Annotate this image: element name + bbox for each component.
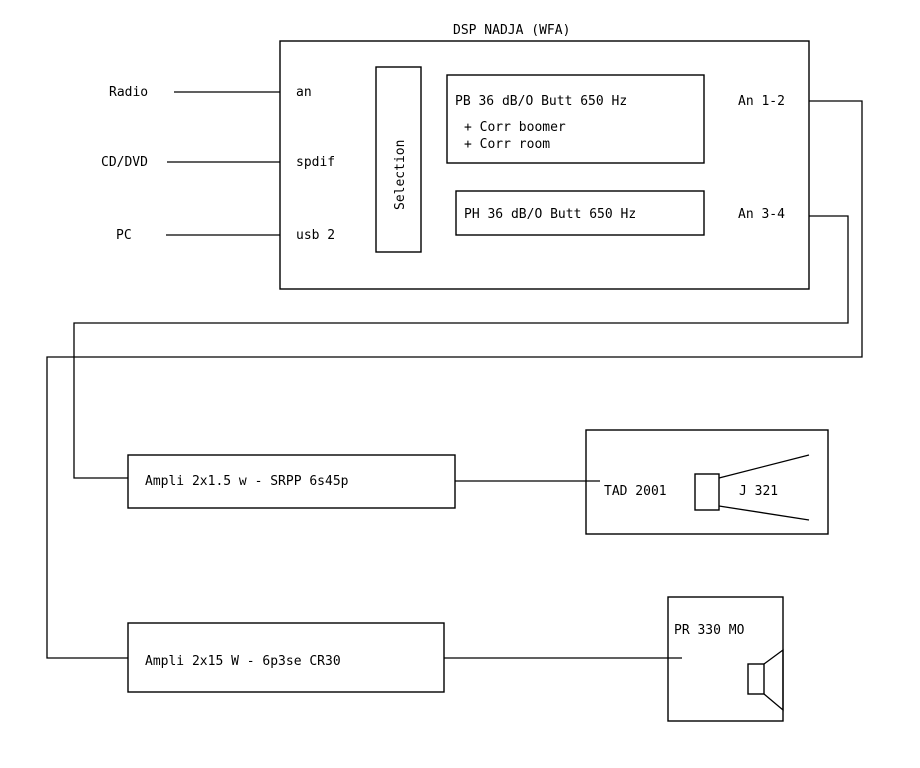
corr-room-label: + Corr room: [464, 137, 550, 152]
amp1-label: Ampli 2x1.5 w - SRPP 6s45p: [145, 474, 349, 489]
source-cd-label: CD/DVD: [101, 155, 148, 170]
speaker-cone-icon: [763, 648, 784, 712]
output-an12-label: An 1-2: [738, 94, 785, 109]
pr-speaker-box: [667, 596, 784, 722]
amp2-label: Ampli 2x15 W - 6p3se CR30: [145, 654, 341, 669]
lowpass-filter-label: PB 36 dB/O Butt 650 Hz: [455, 94, 627, 109]
source-pc-label: PC: [116, 228, 132, 243]
horn-flare-top: [718, 454, 810, 479]
horn-flare-bottom: [718, 505, 810, 521]
dsp-title: DSP NADJA (WFA): [453, 23, 570, 38]
dsp-box: [279, 40, 810, 290]
tad-label: TAD 2001: [604, 484, 667, 499]
an12-to-amp2-wire: [46, 100, 863, 659]
tad-speaker-box: [585, 429, 829, 535]
input-spdif-label: spdif: [296, 155, 335, 170]
speaker-magnet-icon: [747, 663, 765, 695]
highpass-filter-label: PH 36 dB/O Butt 650 Hz: [464, 207, 636, 222]
an34-to-amp1-wire: [73, 215, 849, 479]
source-radio-label: Radio: [109, 85, 148, 100]
corr-boomer-label: + Corr boomer: [464, 120, 566, 135]
selection-label: Selection: [393, 140, 408, 210]
pr-label: PR 330 MO: [674, 623, 745, 638]
compression-driver-icon: [694, 473, 720, 511]
highpass-filter-box: [455, 190, 705, 236]
horn-label: J 321: [739, 484, 778, 499]
input-usb-label: usb 2: [296, 228, 335, 243]
output-an34-label: An 3-4: [738, 207, 785, 222]
lowpass-filter-box: [446, 74, 705, 164]
input-an-label: an: [296, 85, 312, 100]
selection-box: [375, 66, 422, 253]
